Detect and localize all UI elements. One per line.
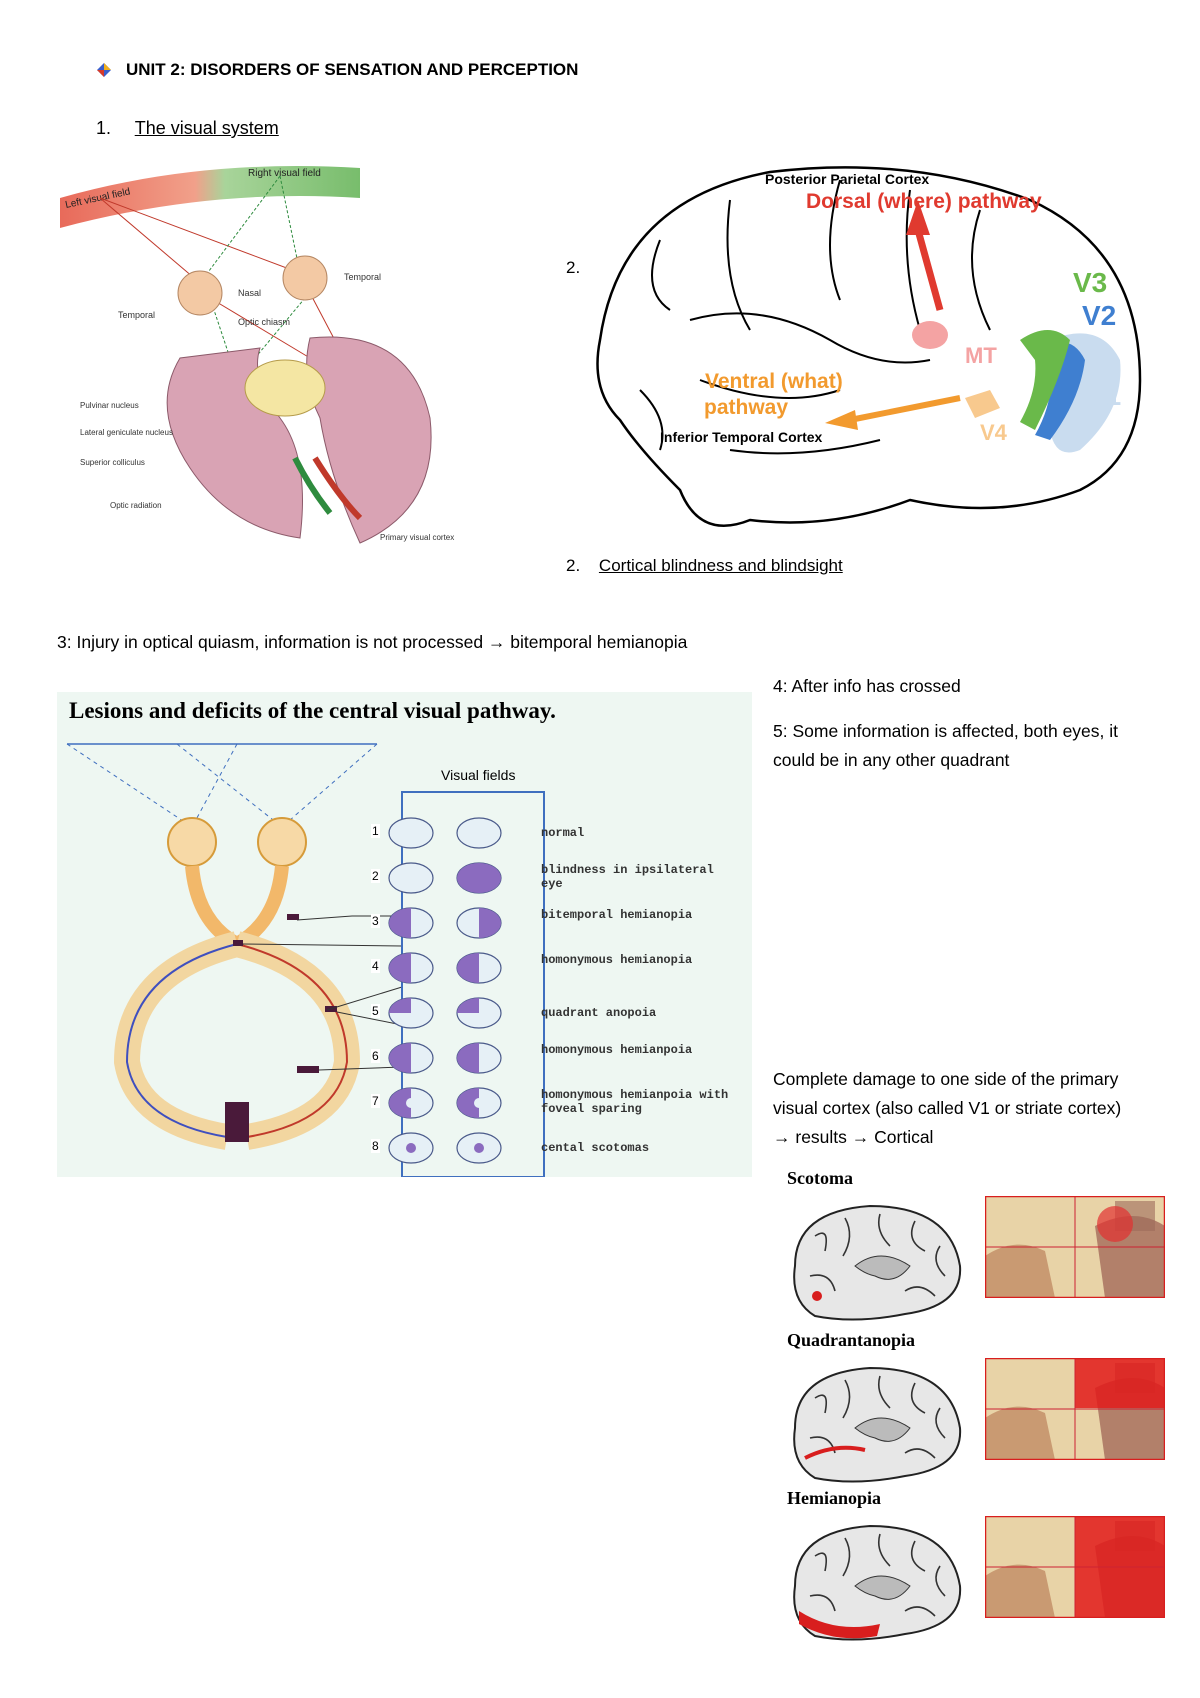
section-2-title: 2. Cortical blindness and blindsight <box>566 556 843 576</box>
note-4: 4: After info has crossed <box>773 672 1143 701</box>
cortical-damage-note: Complete damage to one side of the prima… <box>773 1069 1122 1147</box>
right-eye-field <box>455 996 503 1035</box>
v4-label: V4 <box>980 420 1008 445</box>
right-eye-field <box>455 951 503 990</box>
deficit-label: cental scotomas <box>541 1141 650 1155</box>
deficit-label: homonymous hemianopia <box>541 953 693 967</box>
row-number: 7 <box>371 1094 380 1108</box>
note-5-text: Some information is affected, both eyes,… <box>773 721 1119 770</box>
row-number: 4 <box>371 959 380 973</box>
deficit-label: blindness in ipsilateral eye <box>541 863 714 891</box>
visual-field-row: 1 normal <box>57 814 752 854</box>
right-eye-field <box>455 816 503 855</box>
lesions-deficits-figure: Lesions and deficits of the central visu… <box>57 692 752 1177</box>
brain-medial-icon <box>793 1204 962 1321</box>
v3-label: V3 <box>1073 267 1107 298</box>
row-number: 2 <box>371 869 380 883</box>
visual-field-arc <box>60 166 360 228</box>
right-field-label: Right visual field <box>248 168 321 179</box>
visual-fields-title: Visual fields <box>441 767 516 783</box>
diamond-bullet-icon <box>97 63 111 77</box>
right-eye-field <box>455 1086 503 1125</box>
figure-2-number: 2. <box>566 258 581 277</box>
visual-field-row: 6 homonymous hemianpoia <box>57 1039 752 1079</box>
unit-heading: UNIT 2: DISORDERS OF SENSATION AND PERCE… <box>96 60 578 80</box>
row-number: 6 <box>371 1049 380 1063</box>
panel-title: Scotoma <box>787 1168 853 1188</box>
row-number: 8 <box>371 1139 380 1153</box>
deficit-panel-scotoma: Scotoma <box>785 1168 1165 1328</box>
deficit-label: homonymous hemianpoia <box>541 1043 693 1057</box>
deficit-label: normal <box>541 826 585 840</box>
panel-title: Hemianopia <box>787 1488 882 1508</box>
visual-field-row: 3 bitemporal hemianopia <box>57 904 752 944</box>
note-3: 3: Injury in optical quiasm, information… <box>57 628 687 657</box>
inferior-temporal-label: Inferior Temporal Cortex <box>660 429 823 445</box>
note-4-number: 4: <box>773 676 788 696</box>
brain-medial-icon <box>793 1524 962 1641</box>
left-eye-field <box>387 1041 435 1080</box>
left-eye-field <box>387 951 435 990</box>
lesions-figure-title: Lesions and deficits of the central visu… <box>69 698 556 723</box>
right-eye-field <box>455 1131 503 1170</box>
v2-label: V2 <box>1082 300 1116 331</box>
dorsal-pathway-label: Dorsal (where) pathway <box>806 190 1042 213</box>
brain-medial-icon <box>793 1366 962 1483</box>
primary-visual-cortex-label: Primary visual cortex <box>380 533 454 542</box>
temporal-right-label: Temporal <box>344 272 381 282</box>
section-1-label: The visual system <box>134 118 279 138</box>
left-eye-field <box>387 1131 435 1170</box>
note-5: 5: Some information is affected, both ey… <box>773 717 1143 775</box>
deficit-label: bitemporal hemianopia <box>541 908 693 922</box>
pulvinar-label: Pulvinar nucleus <box>80 401 139 410</box>
visual-pathway-anatomy-figure: Left visual field Right visual field Tem… <box>60 166 454 544</box>
right-eye-field <box>455 861 503 900</box>
right-eye-field <box>455 1041 503 1080</box>
note-5-number: 5: <box>773 721 788 741</box>
visual-field-row: 5 quadrant anopoia <box>57 994 752 1034</box>
left-eye-field <box>387 906 435 945</box>
optic-radiation-label: Optic radiation <box>110 501 162 510</box>
left-eye-field <box>387 996 435 1035</box>
row-number: 1 <box>371 824 380 838</box>
lesions-figure-drawing <box>66 743 545 1177</box>
nasal-label: Nasal <box>238 288 261 298</box>
visual-field-row: 4 homonymous hemianopia <box>57 949 752 989</box>
creation-of-adam-image <box>985 1516 1165 1618</box>
lgn-label: Lateral geniculate nucleus <box>80 428 173 437</box>
deficit-panel-hemi: Hemianopia <box>785 1488 1165 1648</box>
section-1-number: 1. <box>96 118 112 138</box>
note-3-number: 3: <box>57 632 72 652</box>
v1-label: V1 <box>1087 380 1121 411</box>
panel-title: Quadrantanopia <box>787 1330 916 1350</box>
heading-text: UNIT 2: DISORDERS OF SENSATION AND PERCE… <box>126 60 579 79</box>
creation-of-adam-image <box>985 1358 1165 1460</box>
section-2-number: 2. <box>566 556 581 575</box>
visual-field-row: 2 blindness in ipsilateral eye <box>57 859 752 899</box>
right-eye-field <box>455 906 503 945</box>
section-2-label: Cortical blindness and blindsight <box>598 556 843 575</box>
ventral-pathway-label-2: pathway <box>704 396 788 419</box>
visual-field-row: 7 homonymous hemianpoia with foveal spari… <box>57 1084 752 1124</box>
dorsal-ventral-pathways-figure: Posterior Parietal Cortex Dorsal (where)… <box>596 166 1142 527</box>
posterior-parietal-label: Posterior Parietal Cortex <box>765 171 929 187</box>
deficit-label: homonymous hemianpoia with foveal sparin… <box>541 1088 729 1116</box>
mt-label: MT <box>965 343 997 368</box>
left-eye-field <box>387 816 435 855</box>
creation-of-adam-image <box>985 1196 1165 1298</box>
row-number: 3 <box>371 914 380 928</box>
note-3-text: Injury in optical quiasm, information is… <box>71 632 688 652</box>
section-1-title: 1. The visual system <box>96 118 279 139</box>
optic-chiasm-label: Optic chiasm <box>238 317 290 327</box>
deficit-panel-quadrant: Quadrantanopia <box>785 1330 1165 1490</box>
note-4-text: After info has crossed <box>787 676 961 696</box>
ventral-pathway-label-1: Ventral (what) <box>705 370 843 393</box>
superior-colliculus-label: Superior colliculus <box>80 458 145 467</box>
left-eye-field <box>387 861 435 900</box>
row-number: 5 <box>371 1004 380 1018</box>
left-eye-field <box>387 1086 435 1125</box>
temporal-left-label: Temporal <box>118 310 155 320</box>
deficit-label: quadrant anopoia <box>541 1006 657 1020</box>
visual-field-row: 8 cental scotomas <box>57 1129 752 1169</box>
